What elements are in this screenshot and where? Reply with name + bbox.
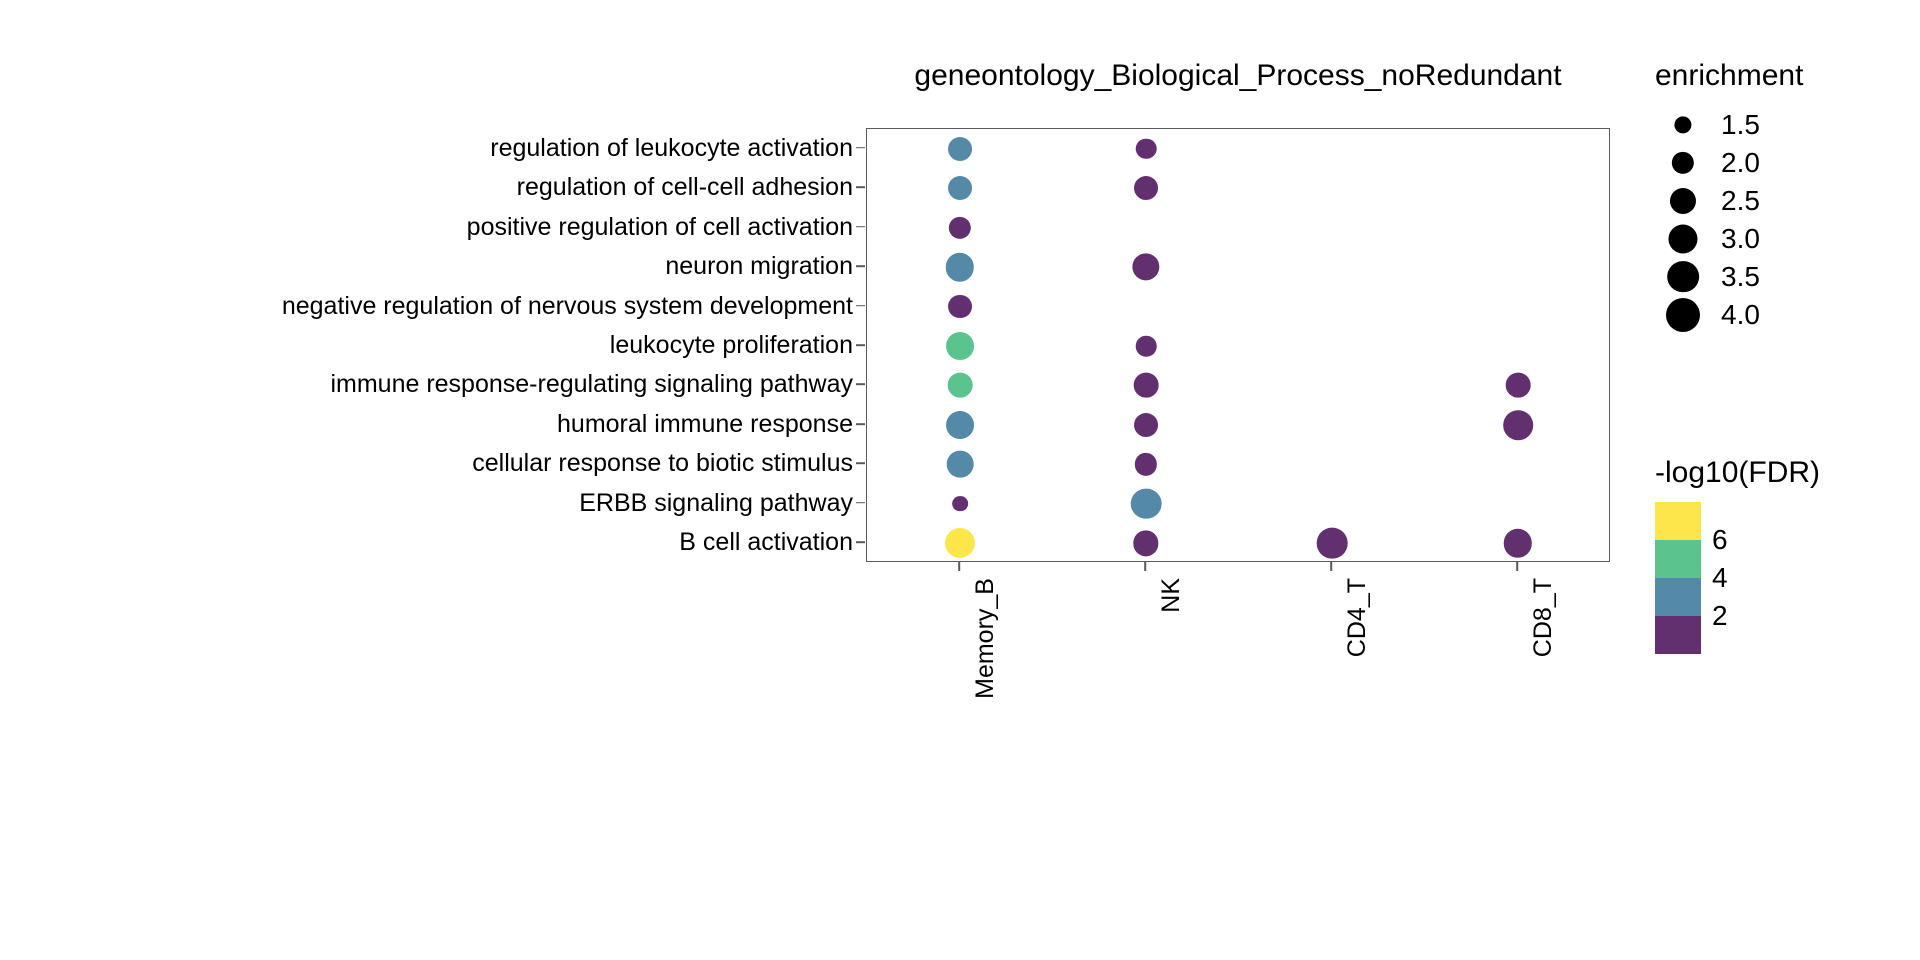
y-axis-tick-label: negative regulation of nervous system de… <box>281 291 853 320</box>
y-axis-tick-label: regulation of cell-cell adhesion <box>516 173 853 202</box>
data-point <box>952 495 968 512</box>
x-axis-tick <box>958 562 960 571</box>
legend-enrichment-swatch <box>1655 256 1711 297</box>
legend-dot-icon <box>1674 115 1692 134</box>
y-axis-tick <box>856 225 865 228</box>
legend-dot-icon <box>1666 297 1700 332</box>
x-axis-tick <box>1330 562 1332 571</box>
colorbar-band <box>1655 616 1701 654</box>
data-point <box>1134 176 1158 201</box>
y-axis-tick <box>856 186 865 188</box>
y-axis-tick-label: immune response-regulating signaling pat… <box>330 370 853 399</box>
data-point <box>946 451 974 478</box>
data-point <box>1135 138 1157 159</box>
colorbar-band <box>1655 540 1701 578</box>
colorbar-band <box>1655 578 1701 616</box>
y-axis-tick-label: B cell activation <box>679 528 853 557</box>
legend-dot-icon <box>1671 151 1695 174</box>
y-axis-tick-label: leukocyte proliferation <box>609 331 853 359</box>
legend-dot-icon <box>1669 187 1697 214</box>
x-axis-tick-label: NK <box>1157 578 1185 613</box>
data-point <box>1316 527 1348 559</box>
y-axis-tick <box>856 344 865 346</box>
y-axis-tick <box>856 423 865 425</box>
legend-enrichment-title: enrichment <box>1655 59 1804 92</box>
data-point <box>1503 410 1533 440</box>
legend-enrichment-label: 3.0 <box>1721 222 1760 254</box>
y-axis-tick <box>856 304 865 307</box>
data-point <box>946 410 974 439</box>
legend-dot-icon <box>1667 260 1699 293</box>
x-axis-tick-label: Memory_B <box>971 578 999 699</box>
data-point <box>1130 488 1162 520</box>
data-point <box>948 294 972 319</box>
data-point <box>1134 453 1158 476</box>
data-point <box>948 136 972 161</box>
data-point <box>1133 530 1159 556</box>
legend-enrichment-swatch <box>1655 294 1711 335</box>
legend-enrichment-label: 2.0 <box>1721 146 1760 178</box>
y-axis-tick <box>856 502 865 504</box>
y-axis-tick-label: neuron migration <box>665 252 853 281</box>
y-axis-tick-label: humoral immune response <box>557 409 853 438</box>
legend-enrichment-item: 3.0 <box>1655 218 1875 259</box>
colorbar-tick-label: 4 <box>1712 562 1728 593</box>
legend-enrichment-item: 4.0 <box>1655 294 1875 335</box>
colorbar-band <box>1655 502 1701 540</box>
y-axis-tick-label: ERBB signaling pathway <box>579 488 853 517</box>
legend-enrichment-swatch <box>1655 104 1711 145</box>
data-point <box>945 252 975 282</box>
legend-enrichment-label: 4.0 <box>1721 298 1760 330</box>
x-axis-tick-label: CD8_T <box>1529 578 1557 658</box>
colorbar <box>1655 502 1701 654</box>
legend-enrichment-swatch <box>1655 180 1711 221</box>
y-axis-labels: regulation of leukocyte activation regula… <box>0 0 853 960</box>
data-point <box>948 216 972 239</box>
legend-enrichment-item: 1.5 <box>1655 104 1875 145</box>
y-axis-tick-label: positive regulation of cell activation <box>466 212 853 241</box>
page-title: geneontology_Biological_Process_noRedund… <box>914 59 1562 92</box>
legend-enrichment-label: 1.5 <box>1721 108 1760 140</box>
y-axis-tick <box>856 383 865 386</box>
y-axis-tick <box>856 462 865 465</box>
data-point <box>1503 529 1533 558</box>
x-axis-tick <box>1516 562 1518 571</box>
data-point <box>948 176 972 201</box>
y-axis-tick <box>856 541 865 544</box>
x-axis-tick-label: CD4_T <box>1343 578 1371 658</box>
y-axis-tick <box>856 146 865 149</box>
legend-enrichment-label: 3.5 <box>1721 260 1760 292</box>
data-point <box>1134 412 1158 437</box>
colorbar-tick-label: 6 <box>1712 524 1728 555</box>
legend-enrichment-item: 3.5 <box>1655 256 1875 297</box>
y-axis-tick-label: regulation of leukocyte activation <box>490 133 853 162</box>
colorbar-tick-label: 2 <box>1712 600 1728 631</box>
data-point <box>944 528 976 559</box>
data-point <box>946 332 974 360</box>
data-point <box>1135 335 1157 357</box>
data-point <box>1133 373 1159 398</box>
x-axis-tick <box>1144 562 1146 571</box>
y-axis-tick-label: cellular response to biotic stimulus <box>472 449 853 478</box>
plot-panel <box>866 128 1610 562</box>
legend-enrichment-swatch <box>1655 218 1711 259</box>
legend-fdr-title: -log10(FDR) <box>1655 456 1821 489</box>
data-point <box>947 373 973 398</box>
legend-enrichment-swatch <box>1655 142 1711 183</box>
legend-enrichment-item: 2.5 <box>1655 180 1875 221</box>
legend-enrichment-item: 2.0 <box>1655 142 1875 183</box>
data-point <box>1132 253 1160 281</box>
legend-enrichment-label: 2.5 <box>1721 184 1760 216</box>
legend-dot-icon <box>1668 223 1698 254</box>
data-point <box>1505 373 1531 398</box>
y-axis-tick <box>856 265 865 267</box>
